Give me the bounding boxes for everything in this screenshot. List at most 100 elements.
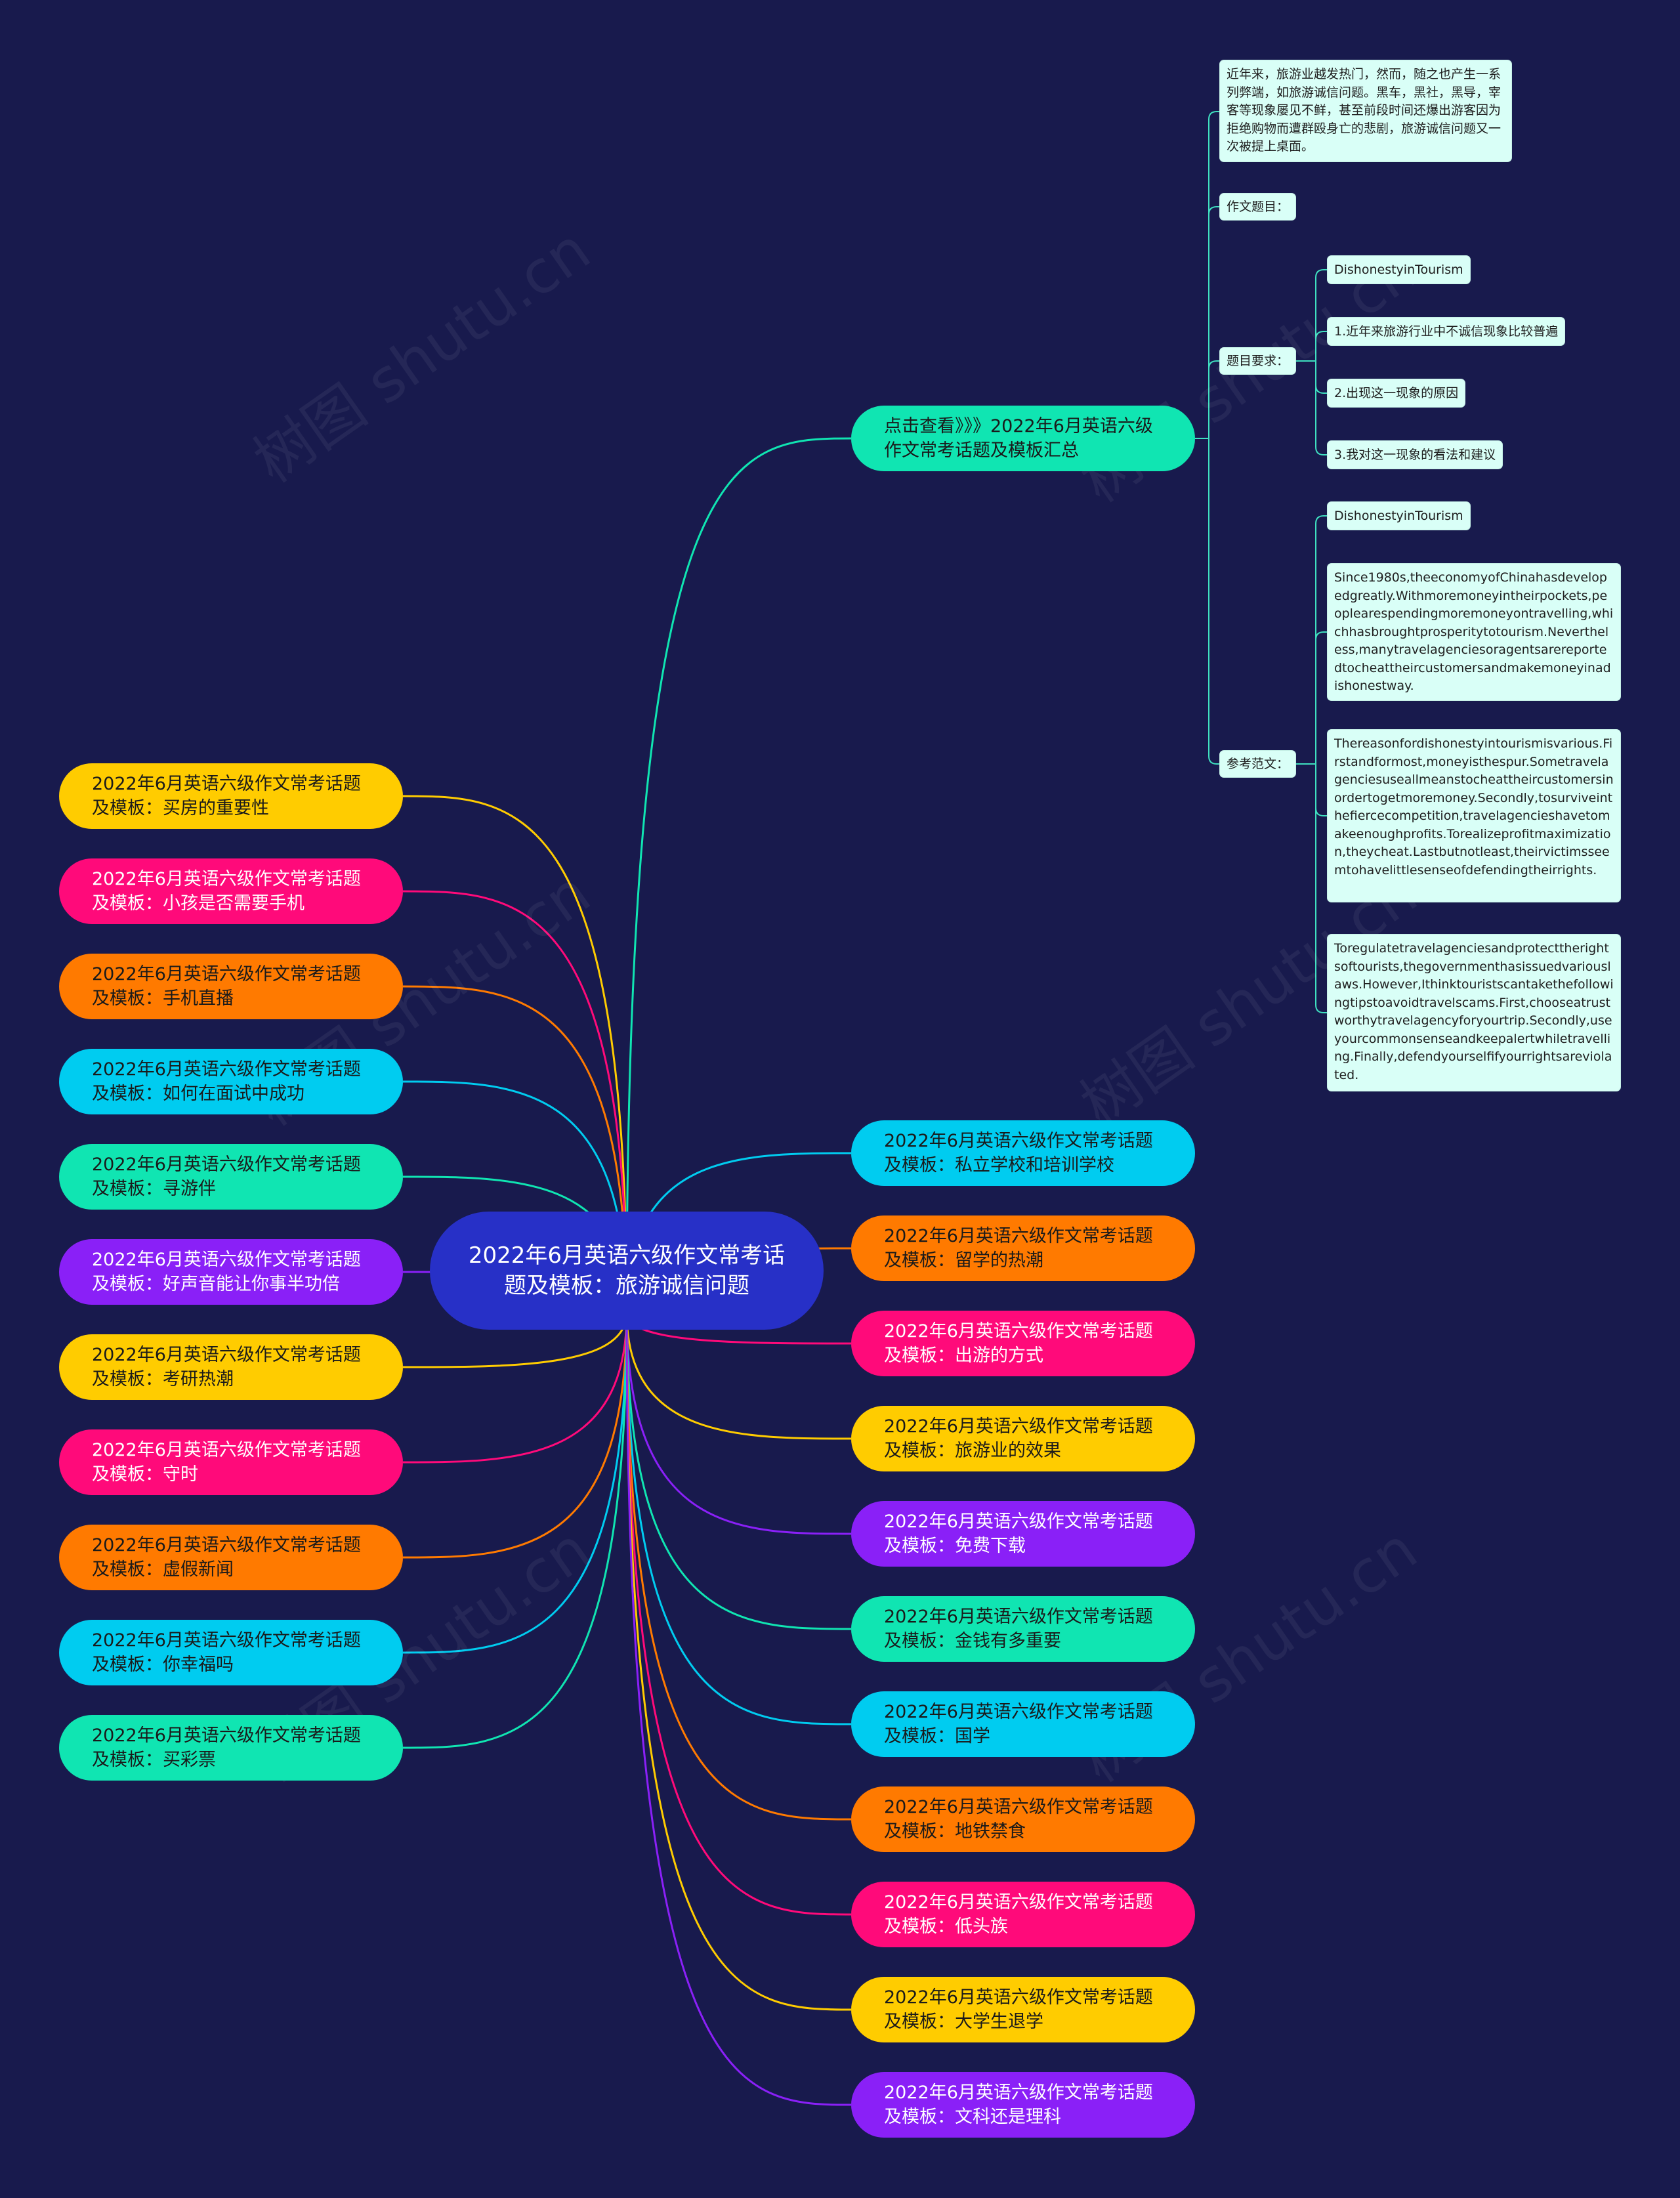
topic-node[interactable]: 2022年6月英语六级作文常考话题及模板：文科还是理科 [851,2072,1195,2138]
topic-label-line1: 2022年6月英语六级作文常考话题 [92,869,361,889]
topic-label-line1: 2022年6月英语六级作文常考话题 [884,1321,1153,1342]
topic-label-line1: 2022年6月英语六级作文常考话题 [884,1511,1153,1532]
summary-children-connector [1208,360,1220,370]
topic-node[interactable]: 2022年6月英语六级作文常考话题及模板：守时 [59,1429,403,1495]
topic-label: 2022年6月英语六级作文常考话题及模板：小孩是否需要手机 [92,867,361,916]
topic-label: 2022年6月英语六级作文常考话题及模板：如何在面试中成功 [92,1057,361,1106]
requirements-connector [1315,385,1327,394]
topic-label-line1: 2022年6月英语六级作文常考话题 [884,1416,1153,1437]
topic-label: 2022年6月英语六级作文常考话题及模板：出游的方式 [884,1319,1153,1368]
topic-label-line1: 2022年6月英语六级作文常考话题 [884,1131,1153,1151]
right-topic-connector [625,1312,852,1916]
topic-label: 2022年6月英语六级作文常考话题及模板：文科还是理科 [884,2081,1153,2129]
topic-label-line2: 及模板：国学 [884,1726,990,1746]
topic-node[interactable]: 2022年6月英语六级作文常考话题及模板：留学的热潮 [851,1215,1195,1281]
topic-label: 2022年6月英语六级作文常考话题及模板：私立学校和培训学校 [884,1129,1153,1177]
topic-label-line1: 2022年6月英语六级作文常考话题 [92,1535,361,1555]
topic-node[interactable]: 2022年6月英语六级作文常考话题及模板：低头族 [851,1882,1195,1947]
topic-label-line1: 2022年6月英语六级作文常考话题 [92,1154,361,1175]
sample-connector [1315,515,1327,524]
requirements-label: 题目要求： [1220,348,1296,374]
topic-label-line1: 2022年6月英语六级作文常考话题 [92,964,361,984]
topic-node[interactable]: 2022年6月英语六级作文常考话题及模板：买彩票 [59,1715,403,1781]
sample-connector [1315,631,1327,641]
summary-children-connector [1208,111,1220,120]
topic-label: 2022年6月英语六级作文常考话题及模板：金钱有多重要 [884,1605,1153,1653]
topic-label: 2022年6月英语六级作文常考话题及模板：低头族 [884,1890,1153,1939]
root-topic[interactable]: 2022年6月英语六级作文常考话题及模板：旅游诚信问题 [430,1212,824,1330]
topic-label-line1: 2022年6月英语六级作文常考话题 [92,774,361,794]
topic-label-line2: 及模板：买房的重要性 [92,798,269,818]
topic-node[interactable]: 2022年6月英语六级作文常考话题及模板：买房的重要性 [59,763,403,829]
topic-node[interactable]: 2022年6月英语六级作文常考话题及模板：出游的方式 [851,1311,1195,1376]
topic-node[interactable]: 2022年6月英语六级作文常考话题及模板：私立学校和培训学校 [851,1120,1195,1186]
root-topic-label: 2022年6月英语六级作文常考话题及模板：旅游诚信问题 [468,1242,786,1299]
topic-node[interactable]: 2022年6月英语六级作文常考话题及模板：如何在面试中成功 [59,1049,403,1114]
requirements-connector [1315,446,1327,455]
summary-topic-connector [625,437,852,1313]
sample-paragraph: Thereasonfordishonestyintourismisvarious… [1328,730,1620,902]
topic-label-line2: 及模板：旅游业的效果 [884,1441,1061,1461]
sample-paragraph: Toregulatetravelagenciesandprotecttherig… [1328,935,1620,1091]
topic-label: 2022年6月英语六级作文常考话题及模板：守时 [92,1438,361,1487]
topic-node[interactable]: 2022年6月英语六级作文常考话题及模板：小孩是否需要手机 [59,858,403,924]
topic-label-line2: 及模板：虚假新闻 [92,1559,234,1580]
topic-label-line1: 2022年6月英语六级作文常考话题 [92,1725,361,1746]
left-topic-connector [402,795,628,1313]
summary-topic[interactable]: 点击查看》》》2022年6月英语六级作文常考话题及模板汇总 [851,406,1195,471]
right-topic-connector [625,1312,852,1725]
topic-label-line2: 及模板：好声音能让你事半功倍 [92,1274,340,1294]
right-topic-connector [625,1312,852,2011]
sample-connector [1315,1004,1327,1013]
topic-label: 2022年6月英语六级作文常考话题及模板：旅游业的效果 [884,1414,1153,1463]
topic-label-line1: 2022年6月英语六级作文常考话题 [92,1630,361,1651]
topic-label: 2022年6月英语六级作文常考话题及模板：虚假新闻 [92,1533,361,1582]
topic-label-line1: 2022年6月英语六级作文常考话题 [92,1059,361,1080]
topic-label-line1: 2022年6月英语六级作文常考话题 [884,1987,1153,2008]
right-topic-connector [625,1312,852,1440]
topic-label: 2022年6月英语六级作文常考话题及模板：大学生退学 [884,1985,1153,2034]
topic-label-line1: 2022年6月英语六级作文常考话题 [884,1797,1153,1817]
topic-label-line1: 2022年6月英语六级作文常考话题 [92,1440,361,1460]
left-topic-connector [402,1312,628,1749]
right-topic-connector [625,1312,852,2106]
topic-node[interactable]: 2022年6月英语六级作文常考话题及模板：免费下载 [851,1501,1195,1567]
requirement-item: 3.我对这一现象的看法和建议 [1328,441,1503,469]
topic-label-line1: 2022年6月英语六级作文常考话题 [884,1892,1153,1913]
topic-label-line2: 及模板：金钱有多重要 [884,1631,1061,1651]
topic-node[interactable]: 2022年6月英语六级作文常考话题及模板：手机直播 [59,954,403,1019]
intro-note: 近年来，旅游业越发热门，然而，随之也产生一系列弊端，如旅游诚信问题。黑车，黑社，… [1220,60,1511,161]
topic-label-line2: 及模板：低头族 [884,1916,1008,1937]
topic-label-line2: 及模板：考研热潮 [92,1369,234,1389]
sample-paragraph: Since1980s,theeconomyofChinahasdeveloped… [1328,564,1620,700]
topic-node[interactable]: 2022年6月英语六级作文常考话题及模板：地铁禁食 [851,1786,1195,1852]
topic-label-line2: 及模板：大学生退学 [884,2012,1043,2032]
topic-node[interactable]: 2022年6月英语六级作文常考话题及模板：金钱有多重要 [851,1596,1195,1662]
topic-node[interactable]: 2022年6月英语六级作文常考话题及模板：好声音能让你事半功倍 [59,1239,403,1305]
topic-label-line2: 及模板：免费下载 [884,1536,1026,1556]
topic-node[interactable]: 2022年6月英语六级作文常考话题及模板：虚假新闻 [59,1525,403,1590]
topic-node[interactable]: 2022年6月英语六级作文常考话题及模板：你幸福吗 [59,1620,403,1685]
topic-label: 2022年6月英语六级作文常考话题及模板：买房的重要性 [92,772,361,820]
topic-node[interactable]: 2022年6月英语六级作文常考话题及模板：旅游业的效果 [851,1406,1195,1471]
topic-label: 2022年6月英语六级作文常考话题及模板：你幸福吗 [92,1628,361,1677]
topic-label-line2: 及模板：买彩票 [92,1750,216,1770]
topic-label: 2022年6月英语六级作文常考话题及模板：寻游伴 [92,1152,361,1201]
topic-label-line1: 2022年6月英语六级作文常考话题 [884,1702,1153,1722]
requirements-connector [1315,331,1327,340]
right-topic-connector [625,1312,852,1821]
topic-node[interactable]: 2022年6月英语六级作文常考话题及模板：考研热潮 [59,1334,403,1400]
topic-label-line2: 及模板：小孩是否需要手机 [92,893,304,914]
topic-label: 2022年6月英语六级作文常考话题及模板：买彩票 [92,1723,361,1772]
topic-node[interactable]: 2022年6月英语六级作文常考话题及模板：大学生退学 [851,1977,1195,2042]
requirement-item: DishonestyinTourism [1328,256,1470,284]
requirements-connector [1315,269,1327,278]
topic-label-line2: 及模板：守时 [92,1464,198,1485]
left-topic-connector [402,890,628,1313]
topic-label: 2022年6月英语六级作文常考话题及模板：国学 [884,1700,1153,1748]
topic-label-line1: 2022年6月英语六级作文常考话题 [884,1607,1153,1627]
topic-label: 2022年6月英语六级作文常考话题及模板：地铁禁食 [884,1795,1153,1844]
topic-node[interactable]: 2022年6月英语六级作文常考话题及模板：国学 [851,1691,1195,1757]
topic-node[interactable]: 2022年6月英语六级作文常考话题及模板：寻游伴 [59,1144,403,1210]
